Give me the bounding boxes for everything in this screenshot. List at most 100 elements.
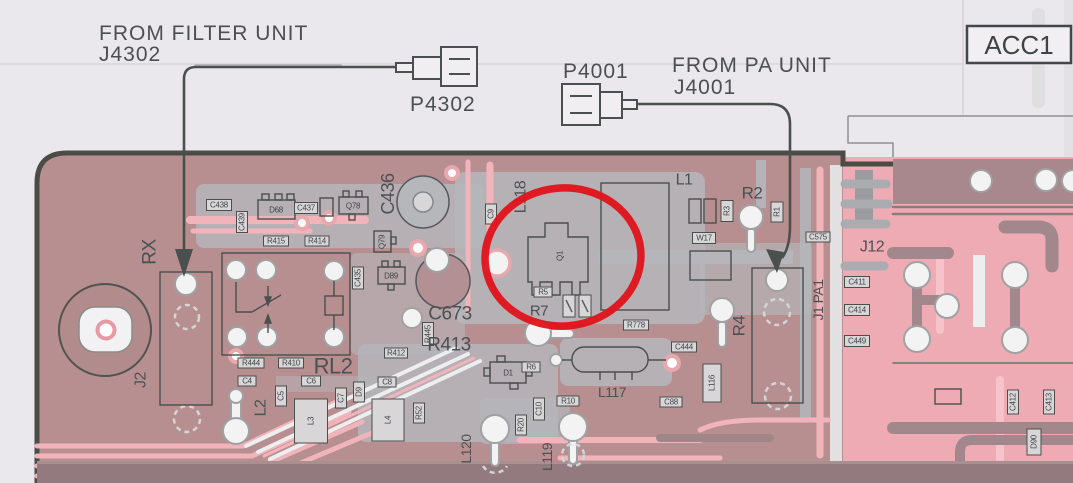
svg-text:RX: RX	[140, 238, 161, 264]
svg-text:D68: D68	[269, 206, 284, 215]
svg-text:R410: R410	[282, 359, 301, 368]
svg-text:Q79: Q79	[378, 234, 387, 249]
pa-callout-line2: J4001	[674, 76, 736, 99]
svg-text:R1: R1	[773, 206, 782, 216]
component-ref-q1: Q1	[556, 250, 565, 261]
component-ref-l4: L4	[371, 398, 405, 442]
component-ref-c449: C449	[844, 335, 870, 347]
svg-text:R2: R2	[742, 184, 763, 203]
svg-text:C575: C575	[809, 233, 828, 242]
svg-text:C438: C438	[210, 201, 229, 210]
component-ref-r10: R10	[556, 395, 580, 407]
silkscreen-label-r413: R413	[427, 335, 471, 356]
p4001-connector-icon	[561, 83, 638, 126]
component-ref-d89: D89	[384, 272, 399, 281]
svg-text:R778: R778	[627, 321, 646, 330]
p4001-label: P4001	[563, 60, 629, 83]
component-ref-r1: R1	[770, 201, 784, 223]
silkscreen-label-r4: R4	[730, 316, 749, 337]
svg-text:R3: R3	[723, 205, 732, 215]
component-ref-r414: R414	[304, 235, 330, 247]
component-ref-r445: R445	[422, 322, 434, 346]
component-ref-q78: Q78	[346, 202, 361, 211]
acc1-connector-label: ACC1	[965, 24, 1073, 65]
component-ref-r415: R415	[263, 235, 289, 247]
silkscreen-label-r2: R2	[742, 184, 763, 203]
component-ref-c8: C8	[377, 376, 397, 388]
svg-text:L3: L3	[307, 416, 316, 425]
l117-outline	[562, 346, 666, 380]
component-ref-l3: L3	[294, 398, 328, 444]
component-ref-l116: L116	[702, 363, 722, 403]
component-ref-c88: C88	[659, 396, 683, 408]
svg-text:R445: R445	[424, 324, 433, 343]
l1-coil-outline	[600, 182, 670, 311]
silkscreen-label-r7: R7	[530, 303, 549, 320]
silkscreen-label-l120: L120	[458, 434, 474, 464]
component-ref-d90: D90	[1026, 428, 1042, 456]
silkscreen-label-c673: C673	[428, 304, 472, 325]
svg-text:L2: L2	[253, 399, 270, 416]
svg-text:L120: L120	[458, 434, 474, 464]
svg-text:C435: C435	[354, 268, 363, 287]
svg-text:R52: R52	[415, 405, 424, 420]
component-ref-c411: C411	[844, 276, 870, 288]
svg-text:R4: R4	[730, 316, 749, 337]
p4302-label: P4302	[410, 93, 476, 116]
pa-leader-line	[637, 102, 792, 259]
svg-text:D89: D89	[384, 272, 399, 281]
svg-text:C413: C413	[1045, 392, 1054, 411]
component-ref-c575: C575	[805, 231, 831, 243]
component-ref-r20: R20	[515, 414, 527, 436]
silkscreen-label-rl2: RL2	[314, 354, 354, 379]
component-ref-c4: C4	[237, 375, 257, 387]
svg-text:C5: C5	[277, 390, 286, 400]
svg-text:L116: L116	[708, 374, 717, 391]
q78-outline	[338, 190, 369, 221]
svg-text:R5: R5	[538, 288, 548, 297]
filter-callout-line1: FROM FILTER UNIT	[99, 22, 308, 45]
red-highlight-circle	[481, 184, 645, 330]
svg-text:C673: C673	[428, 304, 471, 325]
svg-text:Q1: Q1	[556, 250, 565, 261]
pa-callout-line1: FROM PA UNIT	[672, 54, 832, 77]
component-ref-r52: R52	[413, 402, 425, 424]
component-ref-r6: R6	[521, 361, 541, 373]
bottom-trace-band	[37, 461, 1073, 483]
component-ref-c439: C439	[236, 211, 248, 233]
component-ref-c412: C412	[1007, 389, 1019, 415]
component-ref-r412: R412	[384, 347, 408, 359]
svg-text:L119: L119	[539, 442, 555, 471]
component-ref-c10: C10	[533, 397, 545, 421]
svg-text:RL2: RL2	[314, 354, 353, 379]
component-ref-c414: C414	[844, 304, 870, 316]
component-ref-r3: R3	[720, 200, 734, 222]
silkscreen-label-j2: J2	[133, 371, 150, 388]
silkscreen-label-c436: C436	[378, 173, 398, 215]
svg-text:C449: C449	[848, 337, 867, 346]
silkscreen-label-l2: L2	[253, 399, 270, 416]
svg-text:R413: R413	[427, 335, 470, 356]
component-ref-d1: D1	[503, 369, 514, 378]
svg-text:C7: C7	[337, 392, 346, 402]
board-paper-step-line	[847, 115, 1073, 158]
traces-right-section	[656, 205, 1073, 483]
filter-leader-line	[182, 65, 396, 250]
svg-text:C411: C411	[848, 278, 866, 287]
svg-text:C436: C436	[378, 173, 398, 215]
svg-text:J1 PA1: J1 PA1	[810, 279, 826, 321]
mounting-hole	[58, 283, 152, 377]
component-ref-c437: C437	[294, 202, 318, 214]
component-ref-c435: C435	[352, 266, 364, 290]
svg-text:C444: C444	[675, 343, 694, 352]
svg-text:R10: R10	[561, 397, 576, 406]
svg-text:C6: C6	[306, 377, 316, 386]
svg-text:C9: C9	[487, 208, 496, 218]
silkscreen-label-j12: J12	[860, 239, 885, 256]
component-ref-w17: W17	[692, 232, 716, 244]
svg-text:D9: D9	[355, 386, 364, 396]
svg-text:D1: D1	[503, 369, 513, 378]
relay-switch-symbol	[235, 281, 344, 333]
